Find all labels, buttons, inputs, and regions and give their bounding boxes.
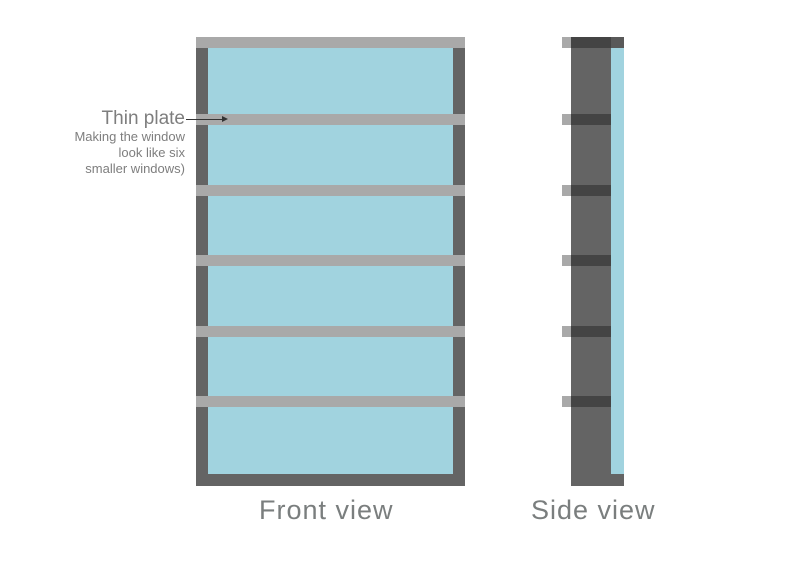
side-view: [562, 37, 624, 486]
thin-plate: [196, 326, 465, 337]
annotation-line: smaller windows): [85, 161, 185, 176]
side-plate: [562, 185, 571, 196]
thin-plate: [196, 185, 465, 196]
annotation-arrow: [186, 119, 226, 120]
side-plate: [562, 114, 571, 125]
thin-plate: [196, 396, 465, 407]
arrow-head-icon: [222, 116, 228, 122]
side-plate: [571, 185, 611, 196]
annotation-description: Making the window look like six smaller …: [74, 129, 185, 177]
side-plate: [571, 396, 611, 407]
side-glass: [611, 48, 624, 474]
side-plate: [571, 326, 611, 337]
annotation-title: Thin plate: [101, 108, 185, 129]
side-plate: [571, 114, 611, 125]
annotation-line: look like six: [118, 145, 185, 160]
front-view: [196, 37, 465, 486]
front-view-label: Front view: [259, 495, 394, 525]
side-top-bar: [571, 37, 611, 48]
side-plate: [562, 255, 571, 266]
thin-plate: [196, 114, 465, 125]
thin-plate: [196, 255, 465, 266]
side-plate: [562, 326, 571, 337]
side-top-bar: [611, 37, 624, 48]
side-plate: [562, 396, 571, 407]
annotation-line: Making the window: [74, 129, 185, 144]
side-view-label: Side view: [531, 495, 656, 525]
side-plate: [571, 255, 611, 266]
side-top-bar: [562, 37, 571, 48]
front-top-bar: [196, 37, 465, 48]
